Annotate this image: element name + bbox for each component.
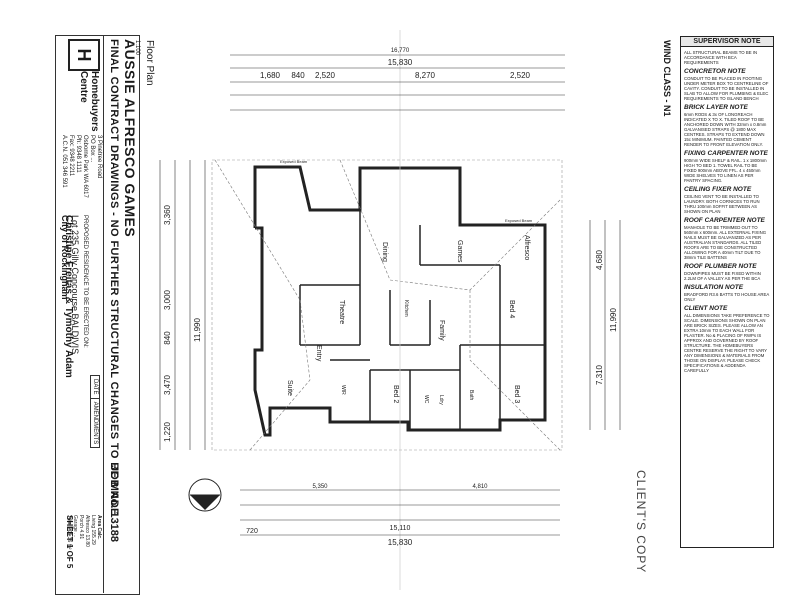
note-heading: BRICK LAYER NOTE bbox=[684, 104, 748, 111]
notes-header: SUPERVISOR NOTE bbox=[681, 37, 773, 47]
note-text: DOWNPIPES MUST BE FIXED WITHIN 2.2LM OF … bbox=[684, 271, 761, 281]
notes-body: ALL STRUCTURAL BEAMS TO BE IN ACCORDANCE… bbox=[681, 47, 773, 375]
room-label: Bed 2 bbox=[392, 385, 399, 403]
dim-label: 840 bbox=[163, 331, 172, 345]
notes-panel: SUPERVISOR NOTE ALL STRUCTURAL BEAMS TO … bbox=[680, 36, 774, 548]
room-label: Suite bbox=[286, 380, 293, 396]
dim-label: 2,520 bbox=[510, 71, 531, 80]
dim-label: 840 bbox=[291, 71, 305, 80]
room-label: Family bbox=[438, 320, 445, 341]
plan-walls bbox=[253, 165, 547, 437]
room-label: Kitchen bbox=[403, 300, 409, 317]
note-heading: CLIENT NOTE bbox=[684, 305, 728, 312]
dim-label: 1,680 bbox=[260, 71, 281, 80]
dim-label: 8,270 bbox=[415, 71, 436, 80]
note-text: BRADFORD R3.6 BATTS TO HOUSE AREA ONLY bbox=[684, 292, 770, 302]
room-label: Bed 3 bbox=[513, 385, 520, 403]
roof-line bbox=[389, 279, 471, 291]
dim-label: 5,350 bbox=[312, 484, 328, 490]
roof-line bbox=[214, 159, 301, 301]
dim-label: 4,680 bbox=[595, 249, 604, 270]
dim-label: 15,830 bbox=[388, 538, 413, 547]
note-text: CONDUIT TO BE PLACED IN FOOTING UNDER ME… bbox=[684, 76, 769, 101]
room-label: Entry bbox=[315, 345, 322, 362]
note-heading: ROOF PLUMBER NOTE bbox=[684, 263, 757, 270]
room-label: Theatre bbox=[338, 300, 345, 324]
note-heading: FIXING CARPENTER NOTE bbox=[684, 150, 768, 157]
dim-label: 15,110 bbox=[390, 525, 411, 532]
roof-line bbox=[249, 379, 311, 451]
room-label: Games bbox=[456, 240, 463, 263]
dim-label: 7,310 bbox=[595, 364, 604, 385]
roof-line bbox=[469, 359, 561, 451]
note-heading: CEILING FIXER NOTE bbox=[684, 186, 752, 193]
roof-line bbox=[339, 159, 391, 281]
roof-line bbox=[299, 299, 311, 381]
dim-label: 11,990 bbox=[193, 318, 202, 342]
dim-label: 4,810 bbox=[472, 484, 488, 490]
note-heading: INSULATION NOTE bbox=[684, 284, 744, 291]
exposed-beam-label: Exposed Beam bbox=[505, 218, 533, 223]
dimension-lines bbox=[159, 54, 621, 536]
clients-copy-stamp: CLIENT'S COPY bbox=[634, 470, 648, 574]
dim-label: 720 bbox=[246, 528, 258, 535]
exposed-beam-label: Exposed Beam bbox=[280, 159, 308, 164]
note-text: 900mm WIDE SHELF & RAIL. 1 x 1800mm HIGH… bbox=[684, 158, 767, 183]
room-label: Dining bbox=[381, 242, 388, 262]
dim-label: 2,520 bbox=[315, 71, 336, 80]
dim-label: 3,470 bbox=[163, 374, 172, 395]
room-label: WC bbox=[423, 395, 429, 404]
north-arrow-icon bbox=[188, 478, 222, 512]
dim-label: 11,990 bbox=[609, 308, 618, 332]
roof-line bbox=[469, 199, 561, 291]
room-labels: Dining Games Alfresco Theatre Family Kit… bbox=[280, 159, 533, 405]
dim-label: 15,830 bbox=[388, 58, 413, 67]
note-text: MANHOLE TO BE TRIMMED OUT TO 560mm x 600… bbox=[684, 225, 767, 260]
dim-label: 3,000 bbox=[163, 289, 172, 310]
room-label: Bath bbox=[468, 390, 474, 401]
roof-lines bbox=[211, 159, 563, 451]
dimension-labels: 16,770 15,830 1,680 840 2,520 8,270 2,52… bbox=[163, 48, 618, 547]
supervisor-note: ALL STRUCTURAL BEAMS TO BE IN ACCORDANCE… bbox=[684, 50, 758, 65]
room-label: WIR bbox=[340, 385, 346, 395]
note-heading: ROOF CARPENTER NOTE bbox=[684, 217, 765, 224]
roof-outline bbox=[211, 159, 563, 451]
note-text: ALL DIMENSIONS TAKE PREFERENCE TO SCALE.… bbox=[684, 313, 770, 373]
dim-label: 1,220 bbox=[163, 421, 172, 442]
room-label: Bed 4 bbox=[508, 300, 515, 318]
note-text: 6mm RODS & 3x OF LONGREACH INDICATED X T… bbox=[684, 112, 767, 147]
note-text: CEILING VENT TO BE INSTALLED TO LAUNDRY.… bbox=[684, 194, 760, 214]
dim-label: 16,770 bbox=[391, 48, 410, 54]
dim-label: 3,360 bbox=[163, 204, 172, 225]
room-label: Alfresco bbox=[523, 235, 530, 260]
wind-class-label: WIND CLASS - N1 bbox=[662, 40, 672, 117]
note-heading: CONCRETOR NOTE bbox=[684, 68, 746, 75]
room-label: Ldry bbox=[438, 395, 444, 405]
